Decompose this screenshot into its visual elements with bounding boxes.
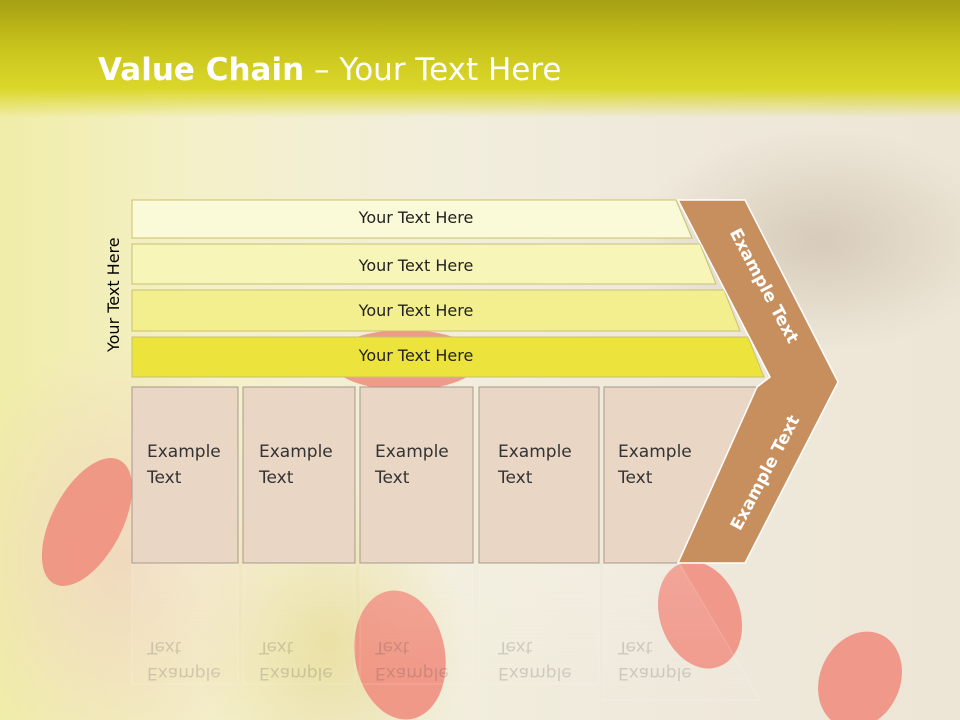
bar-label-1: Your Text Here — [358, 208, 474, 227]
bar-label-4: Your Text Here — [358, 346, 474, 365]
chevron-arrow — [676, 199, 839, 564]
bar-2 — [131, 243, 717, 285]
column-1 — [131, 386, 239, 564]
title-bar — [0, 0, 960, 118]
title-bold: Value Chain — [98, 52, 305, 88]
column-2 — [242, 386, 356, 564]
reflection — [131, 563, 761, 701]
bar-3 — [131, 289, 741, 332]
bar-4 — [131, 336, 765, 378]
side-label: Your Text Here — [104, 237, 123, 352]
bar-1 — [131, 199, 693, 239]
title-rest: – Your Text Here — [304, 52, 562, 88]
column-4 — [478, 386, 600, 564]
column-3 — [359, 386, 474, 564]
bar-label-3: Your Text Here — [358, 301, 474, 320]
bar-label-2: Your Text Here — [358, 256, 474, 275]
page-title: Value Chain – Your Text Here — [98, 52, 561, 88]
